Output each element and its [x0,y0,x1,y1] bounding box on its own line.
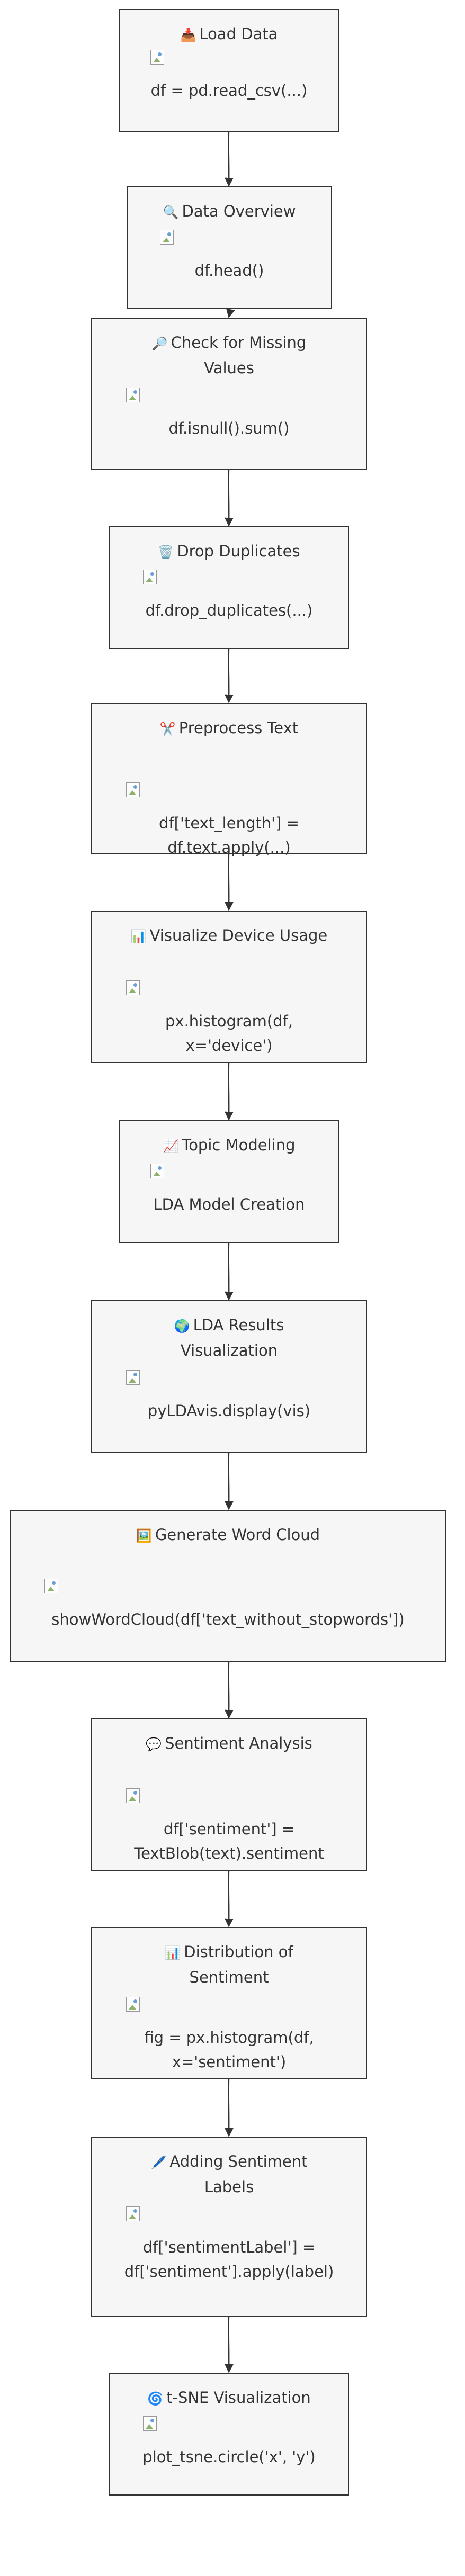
node-code-line: df.text.apply(...) [167,839,291,857]
flow-node-2: 🔍Data Overview df.head() [127,186,332,309]
node-code-line: df.head() [194,262,264,280]
node-title-text: Values [204,359,254,377]
node-title-text: LDA Results [193,1316,284,1334]
broken-image-icon [150,1164,164,1178]
node-title-text: Labels [204,2178,254,2196]
node-code-line: px.histogram(df, [165,1012,293,1030]
node-code-line: plot_tsne.circle('x', 'y') [142,2448,316,2466]
broken-image-icon [126,980,140,995]
node-title: 💬Sentiment Analysis [92,1731,366,1757]
flow-node-4: 🗑️Drop Duplicates df.drop_duplicates(...) [109,526,349,649]
broken-image-icon [150,50,164,65]
broken-image-icon [160,230,174,245]
node-title: 📈Topic Modeling [120,1133,338,1158]
broken-image-icon [143,570,157,584]
node-title-text: Data Overview [182,202,296,220]
node-code-line: x='device') [185,1037,273,1055]
node-title-text: Adding Sentiment [169,2152,308,2170]
globe-icon: 🌍 [174,1319,190,1334]
node-title-text: Preprocess Text [178,719,299,737]
broken-image-icon [143,2416,157,2431]
speech-balloon-icon: 💬 [146,1737,162,1752]
node-code-line: df['text_length'] = [159,814,299,832]
broken-image-icon [126,1370,140,1385]
broken-image-icon [126,782,140,797]
node-title: 📊Visualize Device Usage [92,923,366,949]
broken-image-icon [126,1997,140,2012]
node-code-line: df.isnull().sum() [168,419,290,437]
node-code-line: df = pd.read_csv(...) [150,82,308,100]
node-code-line: TextBlob(text).sentiment [134,1844,324,1862]
broken-image-icon [126,2206,140,2221]
node-title-text: Sentiment [189,1968,269,1986]
flow-node-6: 📊Visualize Device Usage px.histogram(df, x… [91,911,367,1063]
node-code-line: df['sentimentLabel'] = [142,2238,316,2256]
flow-node-9: 🖼️Generate Word Cloud showWordCloud(df['t… [10,1510,446,1662]
flow-node-13: 🌀t-SNE Visualization plot_tsne.circle('x'… [109,2373,349,2496]
node-code-line: df['sentiment'] = [163,1820,295,1838]
node-title: 🖼️Generate Word Cloud [11,1523,445,1548]
node-title: 📊Distribution of Sentiment [92,1940,366,1989]
node-title: 📥Load Data [120,22,338,47]
node-title-text: Sentiment Analysis [165,1734,312,1752]
node-code-line: x='sentiment') [172,2053,287,2071]
node-title-text: Check for Missing [171,334,307,352]
chart-increasing-icon: 📈 [163,1139,179,1154]
flow-node-10: 💬Sentiment Analysis df['sentiment'] = Text… [91,1718,367,1871]
broken-image-icon [126,1788,140,1803]
broken-image-icon [126,388,140,402]
bar-chart-icon: 📊 [130,929,147,944]
node-code-line: LDA Model Creation [153,1195,305,1213]
bar-chart-icon: 📊 [165,1945,181,1960]
pen-icon: 🖊️ [150,2155,167,2170]
node-title: ✂️Preprocess Text [92,716,366,741]
inbox-tray-icon: 📥 [180,28,196,42]
flow-node-1: 📥Load Data df = pd.read_csv(...) [119,9,339,132]
node-title-text: Drop Duplicates [177,542,300,560]
node-title: 🔍Data Overview [128,199,331,224]
node-code-line: showWordCloud(df['text_without_stopwords… [51,1610,405,1628]
magnifier-icon: 🔍 [163,205,179,220]
node-title: 🗑️Drop Duplicates [110,539,348,564]
wastebasket-icon: 🗑️ [158,545,174,560]
broken-image-icon [44,1579,58,1593]
cyclone-icon: 🌀 [147,2391,164,2406]
framed-picture-icon: 🖼️ [136,1528,152,1543]
node-code-line: pyLDAvis.display(vis) [147,1402,311,1420]
node-title-text: Visualization [180,1341,278,1359]
node-title-text: Load Data [199,25,278,43]
scissors-icon: ✂️ [159,722,176,736]
node-title-text: Visualize Device Usage [149,926,328,944]
flow-node-11: 📊Distribution of Sentiment fig = px.histog… [91,1927,367,2079]
node-code-line: df.drop_duplicates(...) [145,601,313,619]
node-code-line: df['sentiment'].apply(label) [124,2263,334,2281]
flow-node-5: ✂️Preprocess Text df['text_length'] = df.t… [91,703,367,857]
node-title-text: Generate Word Cloud [155,1526,320,1544]
node-title-text: Distribution of [184,1943,293,1961]
magnifier-right-icon: 🔎 [151,336,168,351]
node-title: 🌀t-SNE Visualization [110,2385,348,2411]
node-title-text: t-SNE Visualization [166,2389,311,2407]
node-title-text: Topic Modeling [182,1136,296,1154]
node-code-line: fig = px.histogram(df, [144,2029,314,2047]
